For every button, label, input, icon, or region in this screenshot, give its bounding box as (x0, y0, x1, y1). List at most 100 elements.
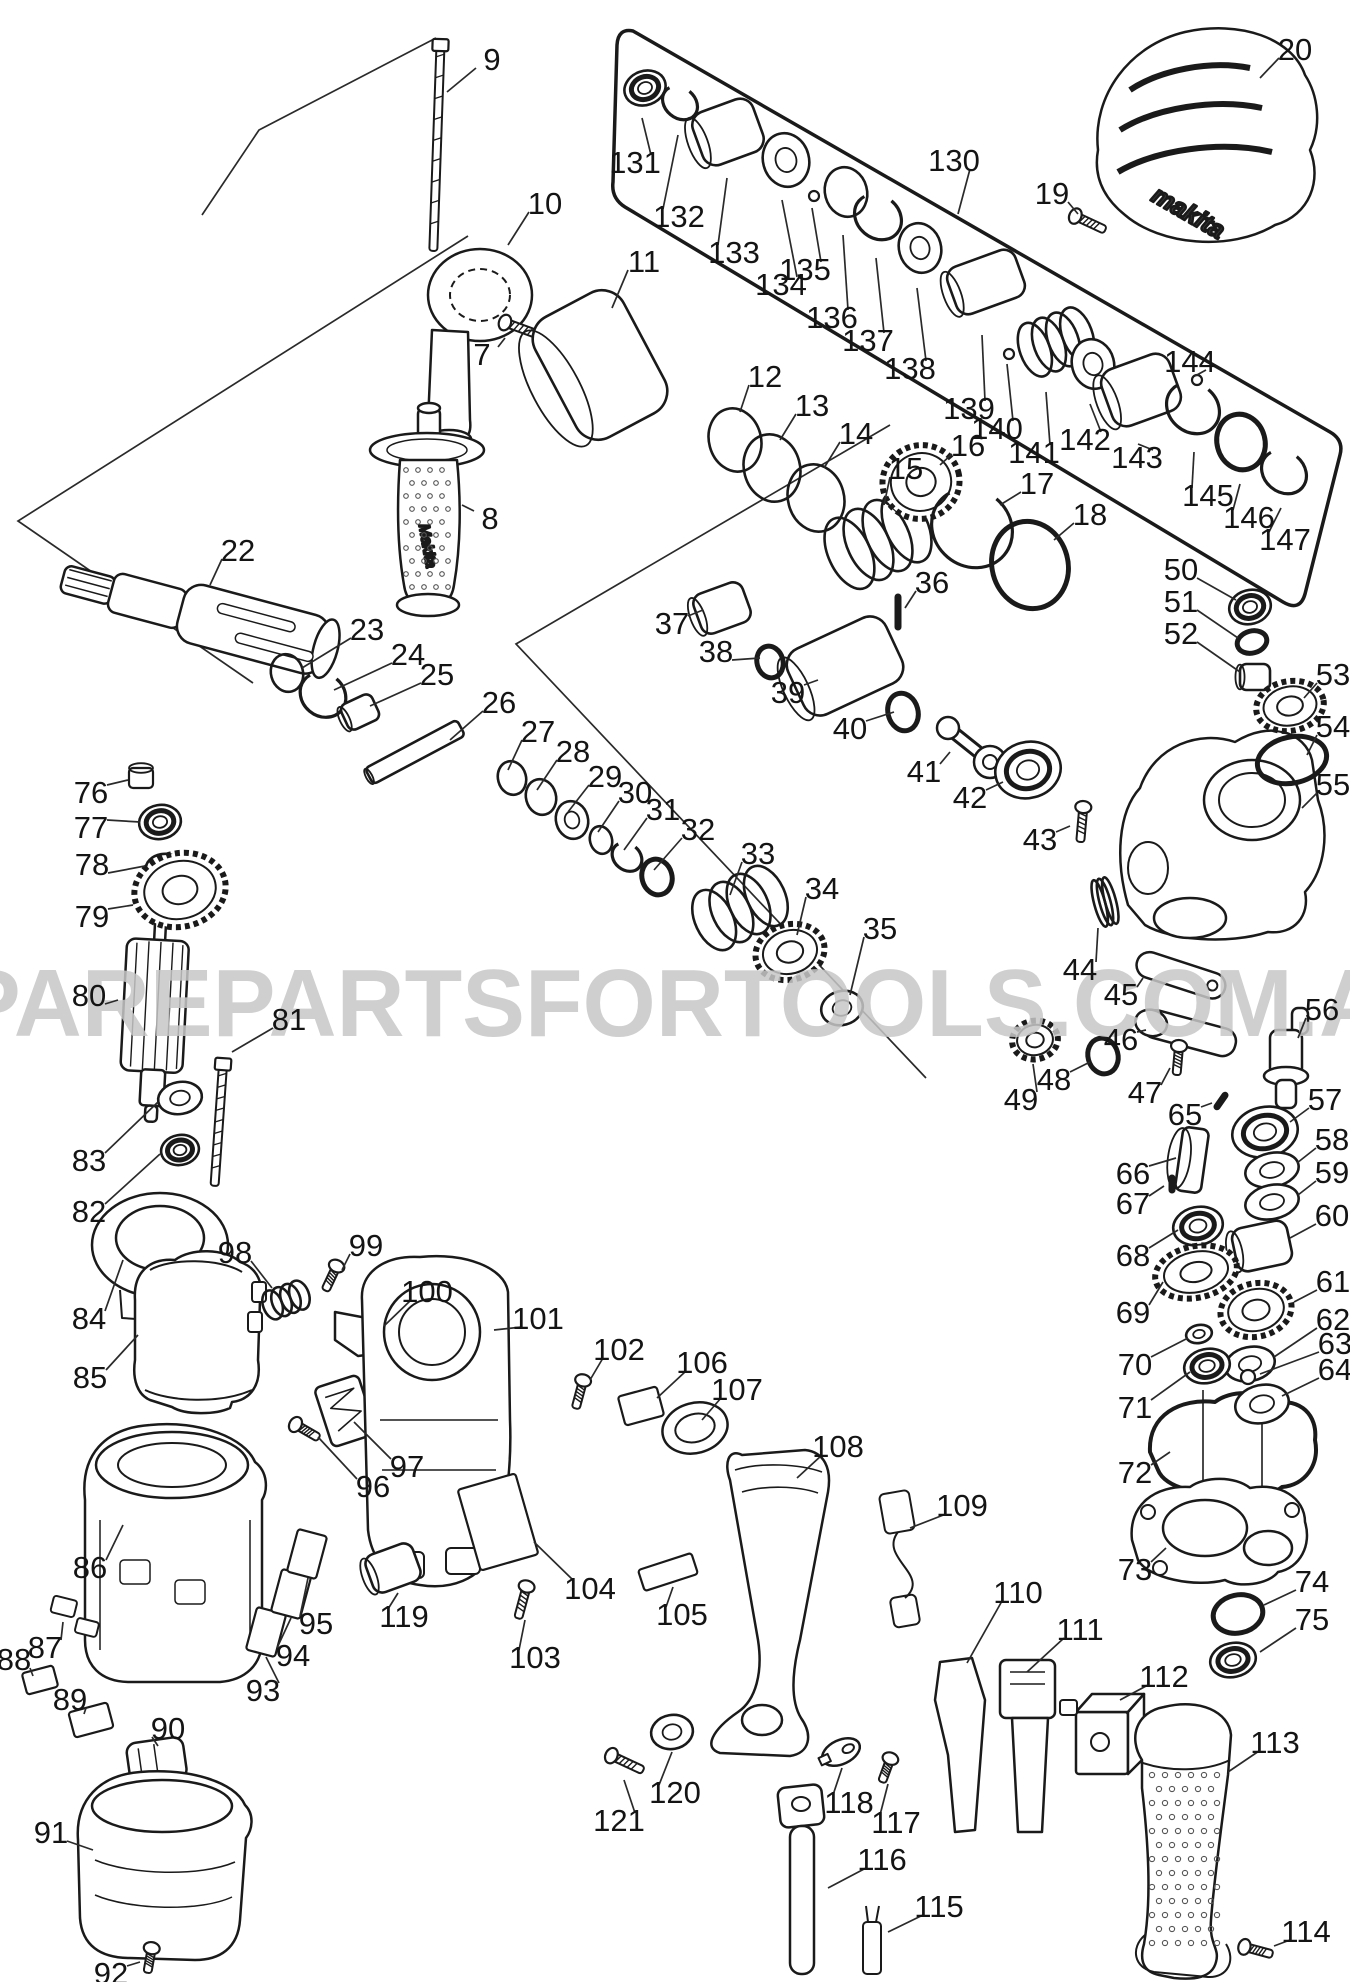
part-label-26: 26 (482, 685, 516, 720)
part-45-lever-drawing (1135, 950, 1227, 1000)
part-8-grip-drawing: Makita (368, 401, 486, 618)
part-label-86: 86 (73, 1550, 107, 1585)
part-70-glyph (1184, 1323, 1214, 1345)
leader-17 (999, 491, 1022, 506)
part-29-glyph (554, 799, 590, 841)
part-label-143: 143 (1111, 440, 1163, 475)
part-label-95: 95 (299, 1606, 333, 1641)
leader-80 (104, 999, 119, 1005)
part-label-96: 96 (356, 1469, 390, 1504)
leader-137 (875, 257, 885, 334)
part-label-137: 137 (842, 323, 894, 358)
leader-50 (1196, 577, 1237, 601)
leader-37 (687, 609, 704, 617)
part-label-140: 140 (971, 411, 1023, 446)
leader-88 (29, 1667, 34, 1677)
part-label-80: 80 (72, 978, 106, 1013)
part-87-terminal-drawing (49, 1594, 100, 1638)
part-label-38: 38 (699, 634, 733, 669)
leader-66 (1148, 1157, 1177, 1167)
leader-135 (811, 207, 822, 263)
part-60-glyph (1225, 1219, 1294, 1274)
part-85-field-drawing (133, 1250, 267, 1415)
leader-147 (1268, 507, 1282, 533)
part-63-glyph (1239, 1368, 1257, 1386)
part-label-84: 84 (72, 1301, 106, 1336)
part-28-glyph (524, 777, 558, 817)
part-label-59: 59 (1315, 1155, 1349, 1190)
leader-92 (126, 1961, 141, 1967)
part-label-110: 110 (993, 1575, 1042, 1610)
leader-78 (107, 865, 146, 874)
part-label-41: 41 (907, 754, 941, 789)
part-label-88: 88 (0, 1642, 31, 1677)
grip-dots (403, 467, 1221, 1947)
part-133-glyph (684, 97, 766, 170)
leader-26 (449, 710, 484, 741)
leader-89 (83, 1707, 87, 1715)
leader-101 (493, 1326, 523, 1331)
leader-94 (276, 1617, 292, 1649)
part-label-17: 17 (1020, 466, 1054, 501)
leader-60 (1289, 1223, 1317, 1239)
part-68-glyph (1171, 1205, 1225, 1247)
leader-34 (796, 896, 807, 936)
part-label-135: 135 (779, 252, 831, 287)
part-label-131: 131 (609, 145, 661, 180)
leader-118 (832, 1767, 843, 1796)
part-75-glyph (1208, 1641, 1258, 1679)
leader-47 (1160, 1067, 1171, 1086)
part-89-glyph (67, 1701, 115, 1739)
part-label-77: 77 (74, 810, 108, 845)
part-label-119: 119 (379, 1599, 428, 1634)
leader-105 (665, 1586, 674, 1608)
part-label-72: 72 (1118, 1455, 1152, 1490)
part-number-labels: 7891011121314151617181920222324252627282… (0, 32, 1350, 1982)
leader-85 (105, 1334, 139, 1371)
part-135-glyph (807, 189, 821, 203)
part-label-40: 40 (833, 711, 867, 746)
part-label-91: 91 (34, 1815, 68, 1850)
part-label-22: 22 (221, 533, 255, 568)
leader-7 (497, 337, 506, 348)
leader-73 (1150, 1547, 1167, 1563)
leader-11 (611, 269, 629, 309)
leader-13 (779, 413, 797, 441)
leader-18 (1053, 522, 1075, 541)
leader-138 (916, 287, 927, 362)
leader-112 (1119, 1684, 1149, 1701)
leader-30 (597, 800, 620, 833)
leader-114 (1273, 1939, 1291, 1947)
part-17-glyph (930, 486, 1014, 570)
leader-142 (1089, 403, 1102, 433)
leader-28 (536, 759, 558, 791)
part-105-glyph (637, 1552, 699, 1592)
leader-99 (341, 1253, 351, 1271)
part-label-97: 97 (390, 1449, 424, 1484)
leader-64 (1281, 1377, 1320, 1397)
part-107-cap-drawing (661, 1401, 729, 1455)
part-label-139: 139 (943, 391, 995, 426)
leader-91 (66, 1840, 94, 1851)
part-74-glyph (1210, 1592, 1266, 1636)
part-label-87: 87 (28, 1630, 62, 1665)
part-label-79: 79 (75, 899, 109, 934)
part-42-glyph (994, 740, 1062, 800)
leader-57 (1289, 1107, 1310, 1123)
part-label-102: 102 (593, 1332, 645, 1367)
leader-31 (623, 817, 648, 851)
part-71-glyph (1182, 1347, 1232, 1385)
part-38-glyph (754, 643, 786, 681)
leader-22 (209, 558, 223, 586)
part-label-85: 85 (73, 1360, 107, 1395)
part-label-16: 16 (951, 428, 985, 463)
part-label-98: 98 (218, 1235, 252, 1270)
part-label-49: 49 (1004, 1082, 1038, 1117)
part-55-crank-housing-drawing (1119, 729, 1326, 941)
part-86-housing-drawing (83, 1422, 268, 1684)
leader-71 (1150, 1371, 1191, 1401)
part-label-147: 147 (1259, 522, 1311, 557)
grip-8-logo: Makita (415, 523, 439, 569)
part-label-89: 89 (53, 1682, 87, 1717)
leader-52 (1196, 641, 1241, 673)
